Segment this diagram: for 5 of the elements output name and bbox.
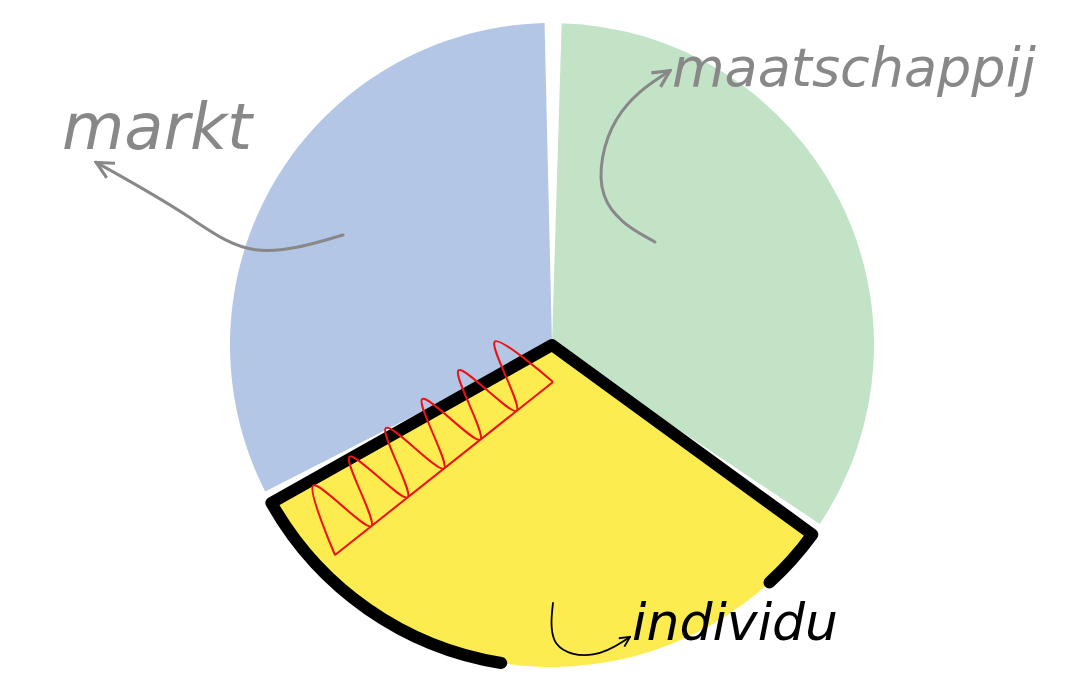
slice-label: markt: [62, 92, 253, 163]
slice-label: maatschappij: [672, 38, 1036, 98]
curved-arrow: [94, 160, 345, 252]
curved-arrow: [550, 602, 631, 656]
curved-arrow: [599, 69, 672, 244]
